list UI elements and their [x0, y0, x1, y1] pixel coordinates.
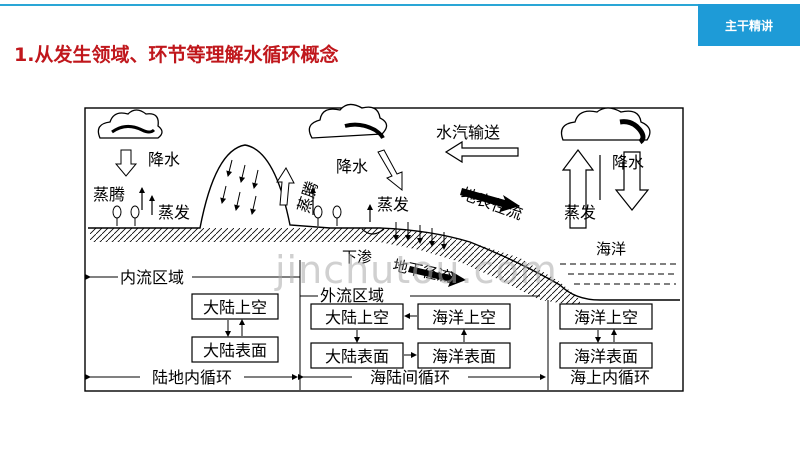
land-air-box [191, 293, 279, 320]
sea-ocean-air-box [559, 303, 653, 330]
right-evap-label: 蒸发 [564, 203, 596, 222]
ocean-label: 海洋 [596, 240, 626, 258]
mid-precip-label: 降水 [336, 157, 368, 176]
header-accent-line [0, 4, 800, 6]
vapor-transport-arrow [444, 140, 519, 164]
watermark: jinchutou.com [275, 248, 558, 292]
cloud-right-icon [560, 107, 651, 145]
surface-runoff-arrow [460, 188, 520, 212]
ocean-waves [560, 263, 676, 285]
land-surface-text: 大陆表面 [203, 341, 267, 360]
inland-area-label: 内流区域 [120, 268, 184, 287]
vapor-transport-label: 水汽输送 [436, 123, 500, 142]
sealand-land-surface-text: 大陆表面 [325, 347, 389, 366]
ground-hatch-left [90, 228, 330, 242]
sea-ocean-surface-box [559, 342, 653, 369]
land-cycle-label: 陆地内循环 [152, 368, 232, 387]
cloud-left-icon [97, 109, 163, 139]
left-precip-arrow [114, 149, 138, 177]
right-precip-arrow [614, 151, 650, 211]
land-air-text: 大陆上空 [203, 298, 267, 317]
mid-precip-arrow [377, 149, 403, 192]
infiltration-label: 下渗 [342, 248, 372, 266]
page-title: 1.从发生领域、环节等理解水循环概念 [14, 44, 339, 66]
sealand-ocean-surface-box [417, 342, 511, 369]
infiltration-arrows [393, 222, 447, 250]
sealand-ocean-surface-text: 海洋表面 [432, 347, 496, 366]
sealand-cycle-label: 海陆间循环 [370, 368, 450, 387]
sealand-land-surface-box [310, 342, 404, 369]
terrain-profile [88, 144, 680, 301]
sea-ocean-air-text: 海洋上空 [574, 308, 638, 327]
tree-icons [112, 205, 342, 226]
sealand-ocean-air-box [417, 303, 511, 330]
diagram-frame [84, 107, 684, 392]
ground-hatch-slope [330, 228, 580, 306]
left-transp-label: 蒸腾 [93, 185, 125, 204]
sealand-land-air-text: 大陆上空 [325, 308, 389, 327]
sea-cycle-label: 海上内循环 [570, 368, 650, 387]
sealand-ocean-air-text: 海洋上空 [432, 308, 496, 327]
cloud-middle-icon [308, 103, 388, 139]
lake-icon [361, 228, 385, 235]
sealand-land-air-box [310, 303, 404, 330]
left-evap-label: 蒸发 [158, 203, 190, 222]
mountain-rain-arrows [220, 159, 259, 215]
land-surface-box [191, 336, 279, 363]
sea-ocean-surface-text: 海洋表面 [574, 347, 638, 366]
mid-evap-label: 蒸发 [377, 195, 409, 214]
right-evap-arrow [561, 149, 595, 229]
section-tag[interactable]: 主干精讲 [698, 4, 800, 46]
mountain-up-arrow [276, 167, 295, 206]
surface-runoff-label: 地表径流 [459, 184, 526, 224]
left-precip-label: 降水 [148, 150, 180, 169]
groundwater-arrow [408, 266, 466, 287]
right-precip-label: 降水 [612, 153, 644, 172]
outflow-area-label: 外流区域 [320, 286, 384, 305]
